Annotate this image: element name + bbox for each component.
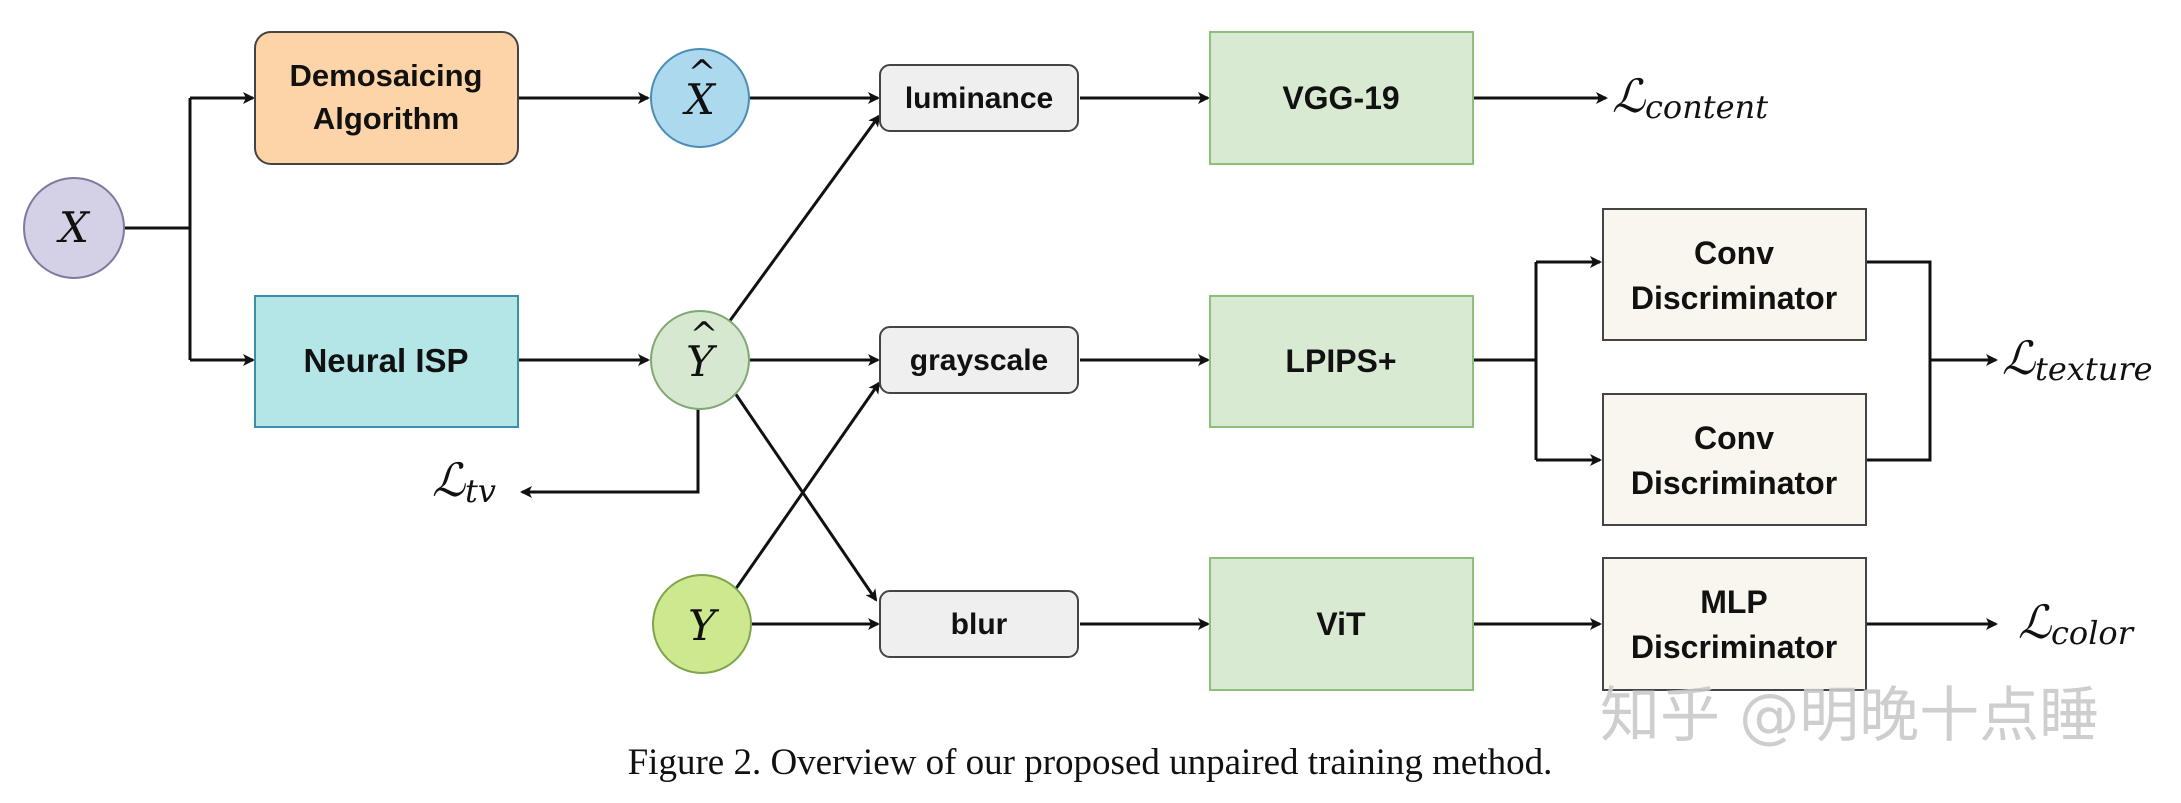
loss-texture-symbol: ℒ <box>2002 331 2036 385</box>
conv-disc-1-line1: Conv <box>1694 235 1774 271</box>
node-grayscale: grayscale <box>879 326 1079 394</box>
node-x: X <box>23 177 125 279</box>
loss-content-symbol: ℒ <box>1612 69 1646 123</box>
neural-isp-box <box>254 295 519 428</box>
conv-disc-1-line2: Discriminator <box>1631 280 1837 316</box>
blur-label: blur <box>951 608 1008 641</box>
watermark: 知乎 @明晚十点睡 <box>1600 681 2099 751</box>
loss-color-symbol: ℒ <box>2018 595 2052 649</box>
node-mlp-discriminator: MLP Discriminator <box>1602 557 1867 691</box>
node-neural-isp: Neural ISP <box>254 295 519 428</box>
y-hat-label: Y <box>686 337 718 386</box>
node-demosaicing: Demosaicing Algorithm <box>254 31 519 165</box>
demosaicing-line2: Algorithm <box>313 101 459 136</box>
loss-tv: ℒ tv <box>432 453 496 510</box>
grayscale-label: grayscale <box>910 344 1048 377</box>
edge-y-grayscale <box>733 381 881 591</box>
y-hat-circle <box>650 310 750 410</box>
lpips-label: LPIPS+ <box>1285 343 1396 379</box>
conv-disc-2-line2: Discriminator <box>1631 465 1837 501</box>
vit-label: ViT <box>1316 606 1366 642</box>
edge-lpips-split <box>1473 262 1538 460</box>
x-hat-circle <box>650 48 750 148</box>
node-conv-discriminator-1: Conv Discriminator <box>1602 208 1867 341</box>
node-luminance: luminance <box>879 64 1079 132</box>
lpips-box <box>1209 295 1474 428</box>
mlp-disc-line1: MLP <box>1700 584 1768 620</box>
node-vit: ViT <box>1209 557 1474 691</box>
blur-box <box>879 590 1079 658</box>
x-hat-label: X <box>682 75 717 124</box>
conv-disc-2-box <box>1602 393 1867 526</box>
loss-color-sub: color <box>2051 614 2135 652</box>
mlp-disc-line2: Discriminator <box>1631 629 1837 665</box>
edge-yhat-luminance <box>727 114 881 323</box>
neural-isp-label: Neural ISP <box>303 342 468 379</box>
node-vgg: VGG-19 <box>1209 31 1474 165</box>
y-label: Y <box>688 601 720 650</box>
loss-content-sub: content <box>1645 88 1768 126</box>
node-x-hat: X ^ <box>650 48 750 148</box>
luminance-box <box>879 64 1079 132</box>
node-y-hat: Y ^ <box>650 310 750 410</box>
loss-color: ℒ color <box>2018 595 2135 652</box>
luminance-label: luminance <box>905 82 1053 115</box>
node-conv-discriminator-2: Conv Discriminator <box>1602 393 1867 526</box>
x-circle <box>23 177 125 279</box>
loss-tv-symbol: ℒ <box>432 453 466 507</box>
edge-yhat-tv <box>520 398 700 498</box>
demosaicing-line1: Demosaicing <box>290 58 483 93</box>
node-lpips: LPIPS+ <box>1209 295 1474 428</box>
vgg-label: VGG-19 <box>1282 80 1399 116</box>
edge-x-split <box>124 98 192 360</box>
vgg-box <box>1209 31 1474 165</box>
x-hat-accent: ^ <box>688 53 717 93</box>
y-hat-accent: ^ <box>690 315 719 355</box>
edges <box>124 92 1998 630</box>
edge-yhat-blur <box>733 392 878 602</box>
node-y: Y <box>652 574 752 674</box>
node-blur: blur <box>879 590 1079 658</box>
loss-texture: ℒ texture <box>2002 331 2153 388</box>
conv-disc-2-line1: Conv <box>1694 420 1774 456</box>
x-label: X <box>56 203 91 252</box>
loss-content: ℒ content <box>1612 69 1768 126</box>
vit-box <box>1209 557 1474 691</box>
demosaicing-box <box>254 31 519 165</box>
conv-disc-1-box <box>1602 208 1867 341</box>
loss-tv-sub: tv <box>465 472 496 510</box>
mlp-disc-box <box>1602 557 1867 691</box>
loss-texture-sub: texture <box>2035 350 2153 388</box>
y-circle <box>652 574 752 674</box>
figure-caption: Figure 2. Overview of our proposed unpai… <box>628 742 1553 783</box>
grayscale-box <box>879 326 1079 394</box>
